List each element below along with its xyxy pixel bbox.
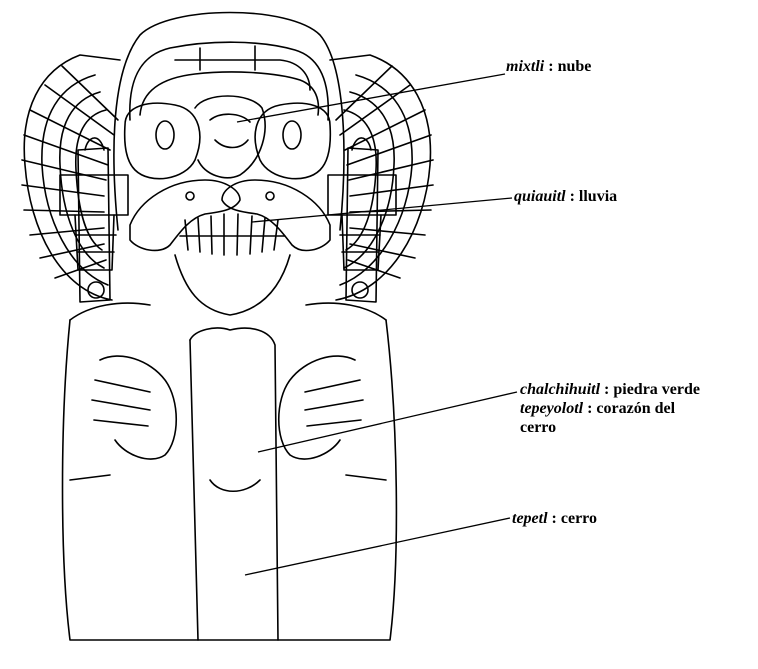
leader-line-tepetl [245,518,510,575]
term-mixtli: mixtli [506,58,544,75]
term-quiauitl: quiauitl [514,188,566,205]
term-tepetl: tepetl [512,510,548,527]
label-quiauitl: quiauitl : lluvia [514,187,617,206]
term-tepeyolotl: tepeyolotl [520,400,583,417]
label-tepeyolotl-continuation: cerro [520,418,556,437]
separator: : [600,381,613,398]
headdress-feathers-right [330,55,433,300]
label-chalchihuitl: chalchihuitl : piedra verde [520,380,700,399]
leader-line-quiauitl [252,198,512,222]
meaning-tepetl: cerro [561,510,597,527]
label-tepeyolotl: tepeyolotl : corazón del [520,399,675,418]
meaning-quiauitl: lluvia [579,188,617,205]
label-mixtli: mixtli : nube [506,57,591,76]
body [63,255,397,640]
separator: : [544,58,557,75]
ear-ornaments [60,138,396,302]
meaning-tepeyolotl: corazón del [596,400,675,417]
face-mask [125,96,331,179]
headdress-feathers-left [22,55,120,300]
meaning-chalchihuitl: piedra verde [613,381,700,398]
term-chalchihuitl: chalchihuitl [520,381,600,398]
separator: : [548,510,561,527]
separator: : [566,188,579,205]
separator: : [583,400,596,417]
meaning-mixtli: nube [558,58,592,75]
label-tepetl: tepetl : cerro [512,509,597,528]
leader-line-chalchihuitl [258,392,517,452]
